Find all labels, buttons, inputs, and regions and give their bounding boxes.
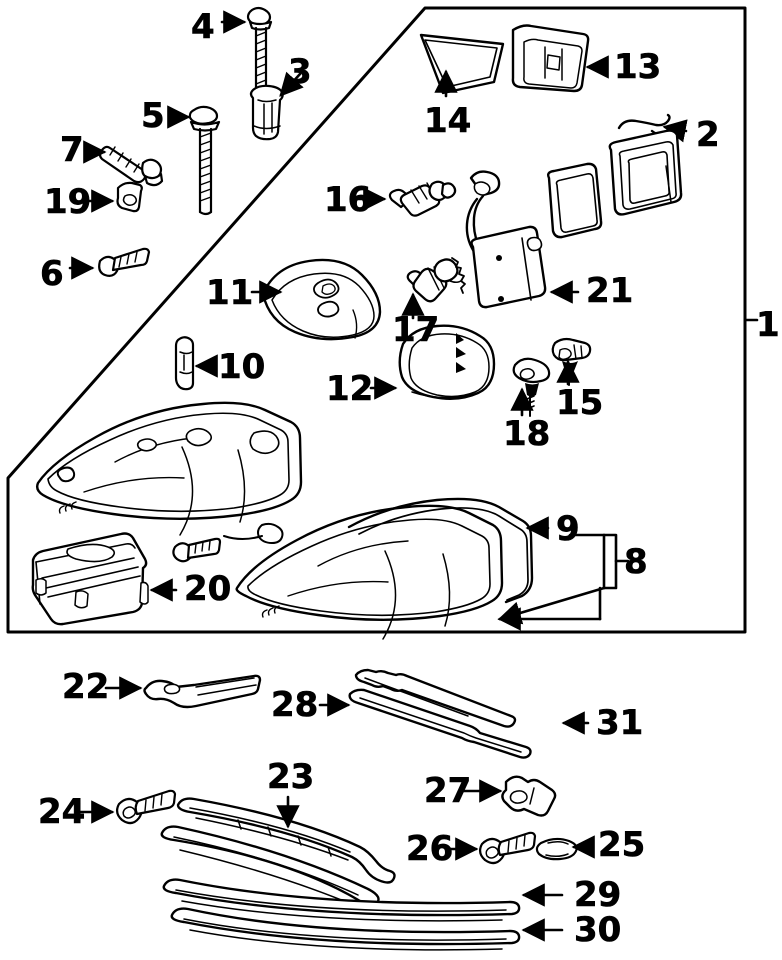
callout-label-8: 8 [624, 542, 648, 582]
lamp-bezel-gasket [546, 162, 603, 239]
callout-label-19: 19 [44, 182, 92, 222]
callout-label-29: 29 [574, 875, 622, 915]
callout-label-23: 23 [267, 757, 315, 797]
part-29-lower-grille-molding [162, 878, 521, 922]
part-15-bulb-socket-small [551, 337, 592, 386]
headlamp-mounting-screw [172, 537, 222, 563]
callout-label-5: 5 [141, 96, 165, 136]
callout-3-leader [279, 71, 304, 97]
callout-label-22: 22 [62, 667, 110, 707]
callout-label-7: 7 [60, 130, 84, 170]
callout-label-30: 30 [574, 910, 622, 950]
part-31-side-molding-right [348, 688, 532, 759]
part-2-lamp-bezel [608, 129, 683, 216]
callout-label-17: 17 [392, 310, 440, 350]
callout-label-6: 6 [40, 254, 64, 294]
callout-label-25: 25 [598, 825, 646, 865]
callout-label-21: 21 [586, 271, 634, 311]
callout-label-4: 4 [191, 7, 215, 47]
callout-label-24: 24 [38, 792, 86, 832]
callout-label-16: 16 [324, 180, 372, 220]
part-3-adjusting-nut [249, 84, 284, 141]
part-18-bulb-socket-signal [512, 357, 551, 417]
callout-2-leader [662, 119, 688, 143]
part-5-hex-flange-bolt [188, 105, 221, 216]
callout-label-20: 20 [184, 569, 232, 609]
main-enclosure-box [6, 6, 747, 634]
callout-label-31: 31 [596, 703, 644, 743]
callout-label-12: 12 [326, 369, 374, 409]
headlamp-assembly-right [235, 497, 534, 640]
callout-label-13: 13 [614, 47, 662, 87]
callout-label-3: 3 [288, 52, 312, 92]
part-20-hid-ballast-module [31, 532, 149, 626]
callout-label-10: 10 [218, 347, 266, 387]
part-14-cover-gasket [419, 33, 505, 95]
part-30-lower-valance-molding [170, 907, 521, 951]
part-10-spring-retainer-pin [174, 336, 195, 391]
part-12-side-marker-lens [398, 324, 496, 400]
part-17-bulb-socket [406, 257, 466, 303]
callout-label-18: 18 [503, 414, 551, 454]
callout-label-28: 28 [271, 685, 319, 725]
part-21-lamp-bracket-assembly [465, 170, 547, 309]
part-6-tapping-screw [98, 247, 151, 277]
callout-8-leader-lower [497, 586, 602, 631]
part-25-spacer-grommet [535, 837, 578, 861]
part-7-machine-screw [98, 145, 164, 187]
part-13-lamp-access-cover [511, 24, 590, 93]
callout-label-1: 1 [756, 305, 780, 345]
callout-label-27: 27 [424, 771, 472, 811]
callout-label-2: 2 [696, 115, 720, 155]
part-27-grille-clip-bracket [501, 775, 557, 817]
part-11-lamp-housing-cover [261, 258, 382, 341]
part-26-grille-tapping-screw [478, 831, 537, 865]
part-19-retainer-clip-small [116, 181, 143, 213]
headlamp-assembly-left [35, 401, 303, 544]
part-28-center-molding [354, 668, 517, 728]
callout-label-14: 14 [424, 101, 472, 141]
callout-label-11: 11 [206, 273, 254, 313]
callout-label-26: 26 [406, 829, 454, 869]
part-24-grille-screw [115, 789, 177, 825]
part-16-headlamp-bulb [388, 180, 457, 217]
part-22-grille-retainer-bracket [143, 674, 262, 709]
callout-label-9: 9 [556, 509, 580, 549]
callout-label-15: 15 [556, 383, 604, 423]
